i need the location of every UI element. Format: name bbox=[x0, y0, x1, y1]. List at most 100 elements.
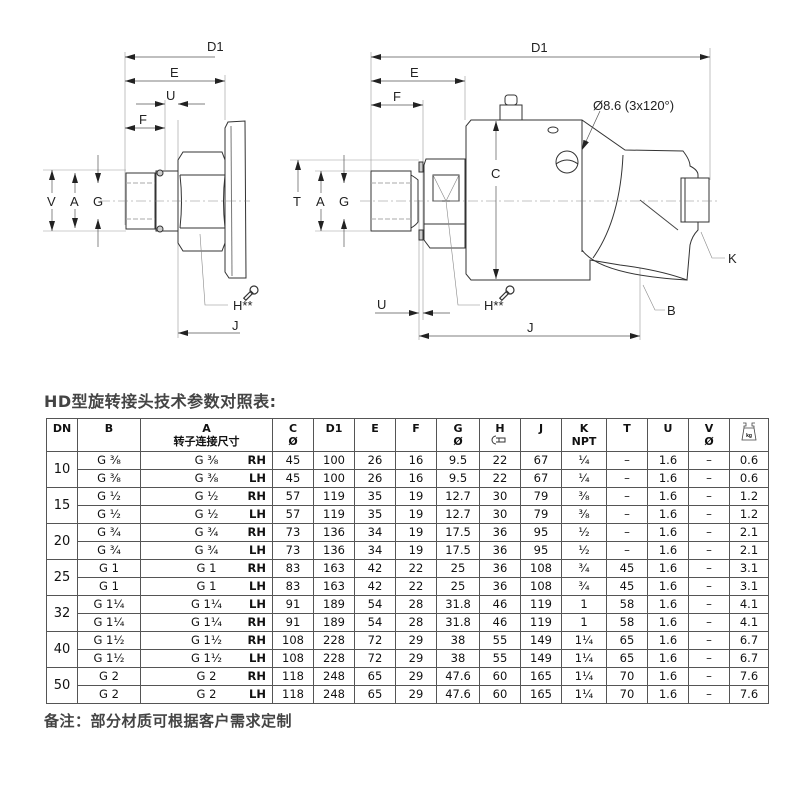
cell-u: 1.6 bbox=[647, 541, 689, 560]
cell-j: 67 bbox=[520, 451, 562, 470]
cell-g: 9.5 bbox=[436, 469, 480, 488]
header-f-label: F bbox=[412, 422, 420, 435]
header-g-label: G bbox=[453, 422, 463, 435]
cell-dn: 40 bbox=[46, 631, 78, 668]
cell-k: ¹⁄₄ bbox=[561, 451, 607, 470]
cell-e: 42 bbox=[354, 559, 396, 578]
cell-c: 83 bbox=[272, 559, 314, 578]
cell-f: 19 bbox=[395, 487, 437, 506]
cell-a-hand: RH bbox=[247, 453, 266, 467]
cell-k: ³⁄₄ bbox=[561, 559, 607, 578]
cell-d1: 228 bbox=[313, 631, 355, 650]
cell-j: 165 bbox=[520, 667, 562, 686]
cell-kg: 2.1 bbox=[729, 523, 769, 542]
cell-g: 9.5 bbox=[436, 451, 480, 470]
cell-a-hand: RH bbox=[247, 525, 266, 539]
left-drawing bbox=[43, 52, 250, 338]
cell-t: 65 bbox=[606, 631, 648, 650]
cell-e: 26 bbox=[354, 469, 396, 488]
cell-b: G 1¹⁄₄ bbox=[77, 595, 141, 614]
cell-b: G ³⁄₈ bbox=[77, 451, 141, 470]
cell-h: 36 bbox=[479, 559, 521, 578]
cell-k: ³⁄₈ bbox=[561, 487, 607, 506]
cell-j: 95 bbox=[520, 523, 562, 542]
cell-v: – bbox=[688, 523, 730, 542]
technical-drawings: D1 E U F V A G H** J bbox=[43, 39, 737, 340]
header-u-label: U bbox=[663, 422, 673, 435]
cell-e: 72 bbox=[354, 631, 396, 650]
cell-a-size: G 1 bbox=[196, 561, 217, 575]
cell-e: 26 bbox=[354, 451, 396, 470]
cell-f: 28 bbox=[395, 595, 437, 614]
cell-j: 95 bbox=[520, 541, 562, 560]
cell-kg: 7.6 bbox=[729, 685, 769, 704]
cell-a-size: G 1 bbox=[196, 579, 217, 593]
cell-g: 17.5 bbox=[436, 523, 480, 542]
dim-label-g: G bbox=[93, 194, 103, 209]
cell-a-size: G ³⁄₈ bbox=[194, 471, 219, 485]
right-drawing bbox=[290, 48, 725, 340]
cell-t: – bbox=[606, 505, 648, 524]
header-dn-label: DN bbox=[52, 422, 72, 435]
dim-label-h: H** bbox=[484, 298, 504, 313]
cell-d1: 163 bbox=[313, 559, 355, 578]
cell-e: 72 bbox=[354, 649, 396, 668]
cell-h: 36 bbox=[479, 541, 521, 560]
cell-g: 38 bbox=[436, 649, 480, 668]
dim-label-d1: D1 bbox=[531, 40, 548, 55]
cell-d1: 163 bbox=[313, 577, 355, 596]
cell-t: – bbox=[606, 469, 648, 488]
dim-label-v: V bbox=[47, 194, 56, 209]
cell-u: 1.6 bbox=[647, 631, 689, 650]
cell-c: 91 bbox=[272, 613, 314, 632]
cell-u: 1.6 bbox=[647, 505, 689, 524]
cell-a-size: G 1¹⁄₂ bbox=[190, 633, 223, 647]
dim-label-f: F bbox=[139, 112, 147, 127]
cell-g: 25 bbox=[436, 577, 480, 596]
cell-c: 73 bbox=[272, 523, 314, 542]
right-drawing-labels: D1 E F T A G C U H** J B K Ø8.6 (3x120°) bbox=[293, 40, 737, 335]
cell-f: 22 bbox=[395, 559, 437, 578]
cell-v: – bbox=[688, 577, 730, 596]
cell-d1: 189 bbox=[313, 595, 355, 614]
cell-k: 1¹⁄₄ bbox=[561, 685, 607, 704]
cell-h: 36 bbox=[479, 577, 521, 596]
cell-e: 35 bbox=[354, 505, 396, 524]
header-v-label: V bbox=[704, 422, 714, 435]
cell-k: 1¹⁄₄ bbox=[561, 649, 607, 668]
cell-b: G ³⁄₄ bbox=[77, 541, 141, 560]
cell-k: 1¹⁄₄ bbox=[561, 667, 607, 686]
cell-a-size: G 1¹⁄₂ bbox=[190, 651, 223, 665]
cell-h: 22 bbox=[479, 469, 521, 488]
cell-f: 29 bbox=[395, 631, 437, 650]
cell-b: G 2 bbox=[77, 685, 141, 704]
cell-j: 119 bbox=[520, 613, 562, 632]
cell-t: 70 bbox=[606, 685, 648, 704]
cell-dn: 15 bbox=[46, 487, 78, 524]
cell-dn: 50 bbox=[46, 667, 78, 704]
cell-k: 1¹⁄₄ bbox=[561, 631, 607, 650]
header-d1: D1 bbox=[313, 418, 355, 452]
cell-kg: 0.6 bbox=[729, 451, 769, 470]
header-h-label: H bbox=[495, 422, 505, 435]
header-b-label: B bbox=[104, 422, 114, 435]
cell-kg: 4.1 bbox=[729, 613, 769, 632]
header-c-sub: Ø bbox=[288, 435, 298, 448]
cell-b: G ³⁄₈ bbox=[77, 469, 141, 488]
cell-f: 28 bbox=[395, 613, 437, 632]
cell-t: – bbox=[606, 487, 648, 506]
dim-label-h: H** bbox=[233, 298, 253, 313]
cell-b: G 1 bbox=[77, 577, 141, 596]
wrench-icon bbox=[491, 435, 506, 445]
